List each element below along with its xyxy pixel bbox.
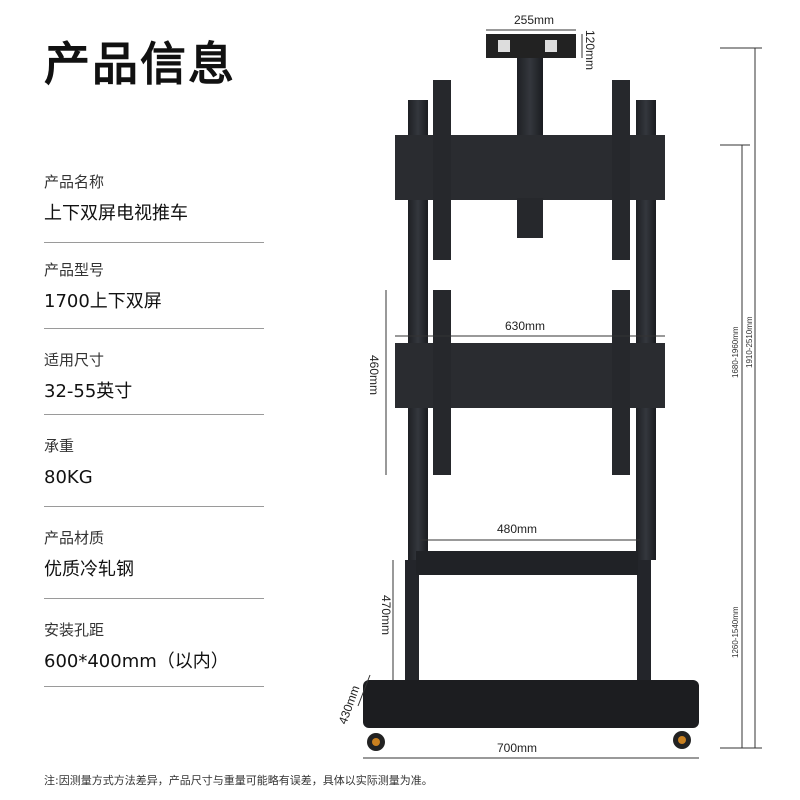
dim-range-total: 1910-2510mm xyxy=(745,316,754,368)
divider xyxy=(44,242,264,243)
divider xyxy=(44,506,264,507)
spec-value: 1700上下双屏 xyxy=(44,291,162,312)
spec-label: 产品材质 xyxy=(44,529,105,547)
spec-label: 产品名称 xyxy=(44,173,105,191)
divider xyxy=(44,598,264,599)
spec-value: 80KG xyxy=(44,467,93,488)
spec-label: 产品型号 xyxy=(44,261,105,279)
shelf-frame xyxy=(405,551,651,685)
dim-top-bracket-height: 120mm xyxy=(583,30,597,70)
divider xyxy=(44,686,264,687)
dim-upper-panel-height: 460mm xyxy=(367,355,381,395)
spec-label: 承重 xyxy=(44,437,75,455)
spec-material: 产品材质 优质冷轧钢 xyxy=(44,528,264,599)
top-bracket xyxy=(486,34,576,140)
spec-label: 安装孔距 xyxy=(44,621,105,639)
spec-model: 产品型号 1700上下双屏 xyxy=(44,260,264,329)
spec-size: 适用尺寸 32-55英寸 xyxy=(44,350,264,415)
upper-panel xyxy=(395,80,665,260)
spec-hole-distance: 安装孔距 600*400mm（以内） xyxy=(44,620,264,687)
dim-shelf-height: 470mm xyxy=(379,595,393,635)
page-title: 产品信息 xyxy=(44,37,236,91)
spec-load: 承重 80KG xyxy=(44,436,264,507)
dim-range-screen: 1680-1960mm xyxy=(731,326,740,378)
dim-shelf-width: 480mm xyxy=(497,522,537,536)
dim-range-shelf: 1260-1540mm xyxy=(731,606,740,658)
spec-label: 适用尺寸 xyxy=(44,351,105,369)
right-post xyxy=(636,100,656,560)
spec-product-name: 产品名称 上下双屏电视推车 xyxy=(44,172,264,243)
dim-top-bracket-width: 255mm xyxy=(514,13,554,27)
spec-value: 600*400mm（以内） xyxy=(44,651,229,672)
dim-lower-panel-width: 630mm xyxy=(505,319,545,333)
spec-value: 上下双屏电视推车 xyxy=(44,203,188,224)
spec-value: 优质冷轧钢 xyxy=(44,559,134,580)
dimension-lines xyxy=(357,29,762,759)
divider xyxy=(44,328,264,329)
base xyxy=(363,680,699,751)
left-post xyxy=(408,100,428,560)
disclaimer-note: 注:因测量方式方法差异，产品尺寸与重量可能略有误差，具体以实际测量为准。 xyxy=(44,774,433,787)
lower-panel xyxy=(395,290,665,475)
divider xyxy=(44,414,264,415)
dim-base-width: 700mm xyxy=(497,741,537,755)
spec-value: 32-55英寸 xyxy=(44,381,133,402)
